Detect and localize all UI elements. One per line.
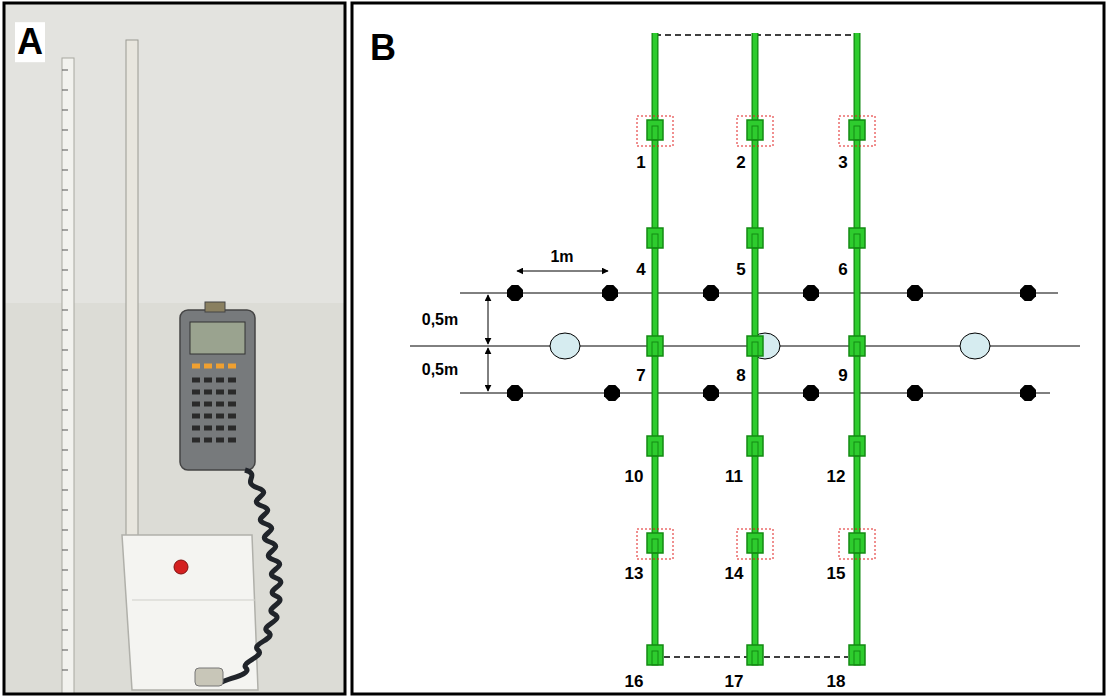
dripper-dot: [803, 285, 819, 301]
dripper-dot: [507, 285, 523, 301]
sensor-square: [849, 228, 865, 248]
dripper-dot: [907, 385, 923, 401]
sensor-square: [747, 436, 763, 456]
dripper-dot: [507, 385, 523, 401]
sensor-square: [849, 436, 865, 456]
dripper-dot: [803, 385, 819, 401]
dimension-label: 0,5m: [420, 361, 460, 379]
sensor-number: 8: [734, 367, 747, 386]
reader-screen: [190, 322, 245, 354]
sensor-square: [849, 336, 865, 356]
coiled-cable: [222, 470, 281, 682]
sensor-number: 15: [825, 565, 848, 584]
housing-edge: [132, 600, 255, 601]
dimension-label: 1m: [548, 248, 575, 266]
panel-frame: [352, 3, 1104, 694]
sensor-square: [647, 228, 663, 248]
handheld-reader: [180, 310, 255, 470]
panel-letter: B: [368, 28, 398, 68]
sensor-number: 13: [623, 565, 646, 584]
red-button: [174, 560, 188, 574]
highlight-box: [737, 529, 773, 559]
probe-rod: [126, 40, 138, 540]
dimension-arrow: [488, 295, 489, 344]
highlight-box: [637, 529, 673, 559]
measuring-rod: [62, 58, 74, 694]
sensor-square: [849, 645, 865, 665]
sensor-number: 4: [634, 261, 647, 280]
sensor-square: [647, 645, 663, 665]
dripper-dot: [907, 285, 923, 301]
dimension-arrow: [517, 271, 608, 272]
sensor-square: [747, 645, 763, 665]
sensor-number: 5: [734, 261, 747, 280]
sensor-square: [647, 436, 663, 456]
plant-ellipse: [550, 333, 580, 359]
sensor-square: [647, 533, 663, 553]
sensor-square: [747, 120, 763, 140]
photo-wall: [4, 3, 345, 303]
sensor-number: 18: [825, 673, 848, 692]
sensor-number: 14: [723, 565, 746, 584]
sensor-square: [647, 336, 663, 356]
row-line: [460, 293, 1058, 294]
dripper-dot: [703, 285, 719, 301]
photo-ground: [4, 3, 345, 694]
dripper-dot: [703, 385, 719, 401]
dripper-dot: [1020, 385, 1036, 401]
sensor-square: [747, 228, 763, 248]
rod-ticks: [62, 70, 68, 670]
highlight-box: [637, 116, 673, 146]
dimension-label: 0,5m: [420, 311, 460, 329]
sensor-square: [849, 120, 865, 140]
dripper-dot: [602, 285, 618, 301]
sensor-square: [849, 533, 865, 553]
dripper-dot: [604, 385, 620, 401]
plant-ellipse: [960, 333, 990, 359]
sensor-number: 9: [836, 367, 849, 386]
sensor-number: 11: [723, 468, 745, 487]
reader-keys-orange: [192, 364, 236, 369]
reader-plug: [205, 302, 225, 312]
sensor-number: 16: [623, 673, 646, 692]
sensor-square: [647, 120, 663, 140]
probe-housing: [122, 535, 258, 690]
sensor-number: 7: [634, 367, 647, 386]
highlight-box: [839, 529, 875, 559]
sensor-number: 3: [836, 154, 849, 173]
panel-letter: A: [15, 22, 45, 62]
sensor-number: 1: [634, 154, 647, 173]
sensor-square: [747, 336, 763, 356]
highlight-box: [839, 116, 875, 146]
dimension-arrow: [488, 348, 489, 391]
sensor-number: 12: [825, 468, 848, 487]
sensor-number: 2: [734, 154, 747, 173]
sensor-number: 10: [623, 468, 646, 487]
dripper-dot: [1020, 285, 1036, 301]
cable-connector: [195, 668, 223, 686]
highlight-box: [737, 116, 773, 146]
sensor-square: [747, 533, 763, 553]
panel-frame: [4, 3, 345, 694]
sensor-number: 6: [836, 261, 849, 280]
sensor-number: 17: [723, 673, 746, 692]
reader-keys: [192, 380, 236, 440]
